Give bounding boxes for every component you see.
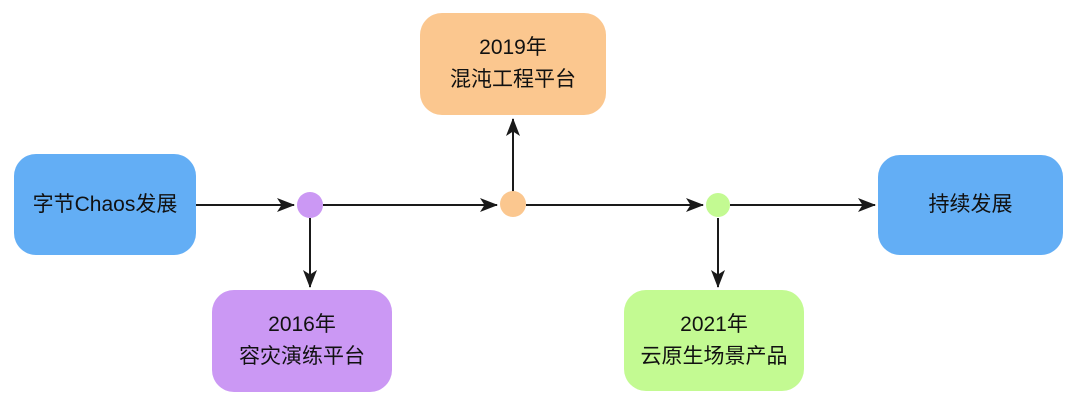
node-milestone-2016: 2016年 容灾演练平台	[212, 290, 392, 392]
node-end: 持续发展	[878, 155, 1063, 255]
node-milestone-2019: 2019年 混沌工程平台	[420, 13, 606, 115]
dot-2016	[297, 192, 323, 218]
dot-2021	[706, 193, 730, 217]
node-2019-label: 混沌工程平台	[450, 68, 576, 91]
node-2016-year: 2016年	[268, 313, 336, 336]
node-start-label: 字节Chaos发展	[32, 192, 178, 216]
node-2016-label: 容灾演练平台	[239, 345, 365, 368]
dot-2019	[500, 191, 526, 217]
node-start: 字节Chaos发展	[14, 154, 196, 255]
node-2019-year: 2019年	[479, 36, 547, 59]
node-end-label: 持续发展	[928, 193, 1013, 216]
node-2021-year: 2021年	[680, 312, 748, 336]
node-2021-label: 云原生场景产品	[640, 344, 788, 368]
node-milestone-2021: 2021年 云原生场景产品	[624, 290, 804, 391]
